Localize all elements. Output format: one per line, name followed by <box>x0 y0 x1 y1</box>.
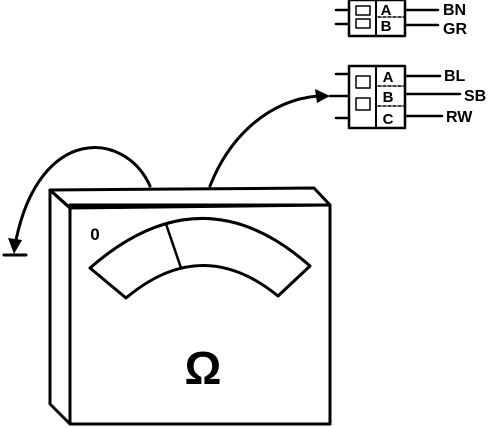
meter-needle <box>164 222 183 270</box>
arrowhead-right <box>315 89 330 103</box>
arrowhead-left <box>8 238 22 254</box>
terminal-b-bottom: B <box>383 89 394 106</box>
wire-label-sb: SB <box>464 88 486 105</box>
connector-top: A B BN GR <box>334 0 467 38</box>
ohm-symbol: Ω <box>185 342 222 394</box>
connector-bottom: A B C BL SB RW <box>328 64 486 130</box>
test-lead-left <box>14 146 152 242</box>
test-lead-right <box>208 94 320 188</box>
terminal-b-top: B <box>381 18 392 35</box>
wire-label-rw: RW <box>446 109 473 126</box>
wire-label-bl: BL <box>444 68 466 85</box>
meter-body <box>48 186 332 426</box>
wire-label-bn: BN <box>443 2 466 19</box>
terminal-a-bottom: A <box>383 69 394 86</box>
wire-label-gr: GR <box>443 21 467 38</box>
scale-zero-label: 0 <box>90 225 99 244</box>
terminal-c-bottom: C <box>383 111 394 128</box>
meter-dial: 0 <box>88 217 312 300</box>
terminal-a-top: A <box>381 2 392 19</box>
